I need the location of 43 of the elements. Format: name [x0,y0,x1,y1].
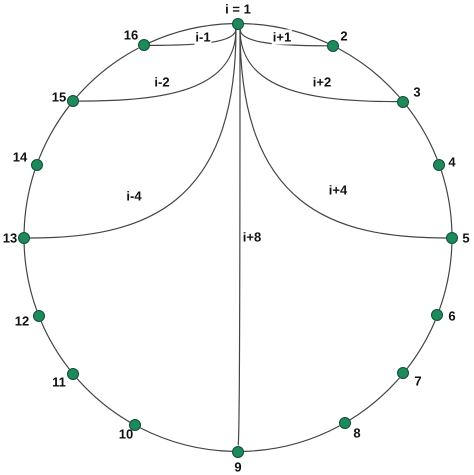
node-label: 14 [12,150,28,164]
node-label: 16 [124,28,138,42]
ring-arc [24,244,38,311]
edge-label: i-1 [194,30,212,44]
node-label: 7 [414,373,422,388]
node-label: 10 [118,426,134,442]
edge-label: i-4 [125,188,143,204]
node-label: 13 [2,230,18,246]
ring-arc [140,427,232,452]
node-label: 3 [413,84,421,100]
node-label: 5 [462,230,470,246]
chord-line [150,28,237,46]
edge-label: i+4 [328,182,348,198]
ring-arc [438,244,452,310]
edge-label: i+2 [312,74,332,90]
node-label: 8 [353,425,361,440]
ring-arc [76,378,130,423]
ring-arc [24,170,36,232]
ring-arc [350,378,400,420]
node-label: 15 [52,89,66,104]
node-label: 4 [448,154,456,170]
edge-label: i+8 [242,230,262,244]
node-label: i = 1 [225,2,251,16]
chord-line [30,28,237,239]
chord-line [239,28,328,46]
ring-arc [440,170,452,232]
chord-line [237,29,241,446]
ring-arc [406,320,436,370]
node-label: 2 [340,28,348,44]
ring-arc [148,23,232,44]
node-label: 12 [14,313,30,328]
node-label: 11 [52,374,66,390]
ring-arc [338,48,400,98]
node-label: 6 [448,308,456,324]
ring-arc [38,105,70,160]
node-label: 9 [234,460,242,474]
ring-arc [244,23,328,44]
ring-arc [40,321,70,370]
ring-arc [244,425,340,452]
ring-arc [76,48,139,97]
edge-label: i-2 [153,74,171,90]
ring-arc [406,106,438,160]
edge-label: i+1 [272,30,292,44]
